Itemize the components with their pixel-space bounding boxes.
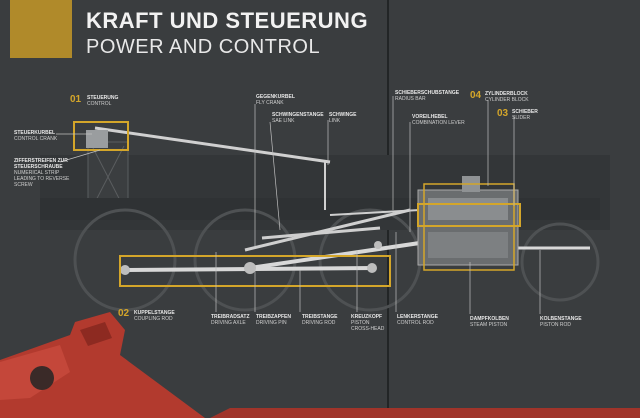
marker-04: 04 (470, 90, 482, 101)
crank-pin (120, 265, 130, 275)
rod-bore (30, 366, 54, 390)
accent-block (10, 0, 72, 58)
crank-pin (244, 262, 256, 274)
highlight-cylinder-block (423, 183, 515, 271)
rod-shaft (210, 408, 640, 418)
title-german: KRAFT UND STEUERUNG (86, 8, 369, 33)
reach-rod (94, 126, 331, 164)
callout-lines (56, 96, 541, 314)
wheel (73, 208, 177, 312)
red-crank-rod (0, 312, 205, 418)
crosshead-pin (374, 241, 382, 249)
slide-valve (428, 198, 508, 220)
marker-01: 01 (70, 94, 82, 105)
driving-rod (249, 238, 441, 270)
union-link (261, 226, 381, 240)
crank-pin (367, 263, 377, 273)
highlight-control (73, 121, 129, 151)
title-english: POWER AND CONTROL (86, 36, 321, 58)
radius-bar (329, 209, 421, 216)
eccentric-rod (244, 208, 411, 252)
rod-shadow (80, 322, 112, 346)
marker-03: 03 (497, 108, 509, 119)
wheel (520, 222, 600, 302)
control-crank (86, 130, 108, 148)
truss-brace (91, 145, 125, 209)
marker-02: 02 (118, 308, 130, 319)
cylinder-bore (428, 232, 508, 258)
highlight-slider (417, 203, 521, 227)
